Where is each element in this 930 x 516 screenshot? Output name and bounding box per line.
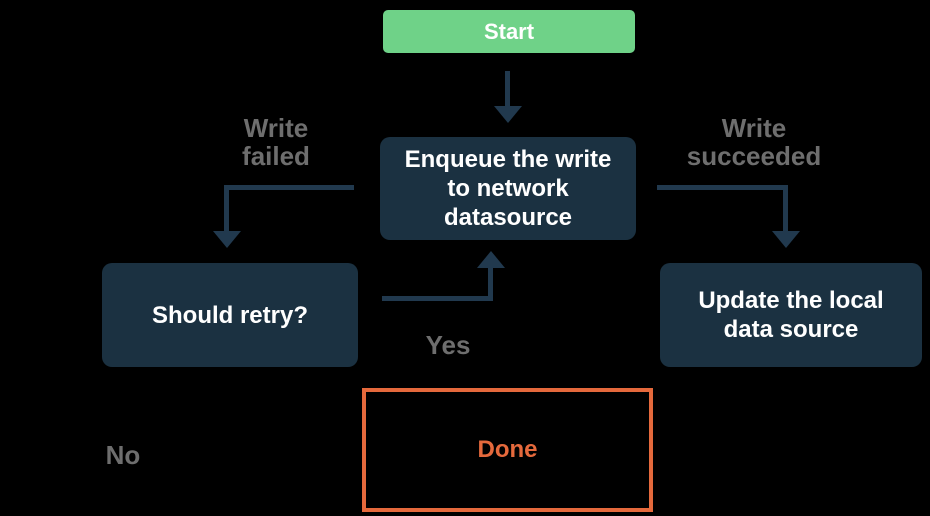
node-enqueue-write: Enqueue the write to network datasource	[380, 137, 636, 240]
edge-label-write-failed: Write failed	[242, 113, 310, 171]
node-start: Start	[383, 10, 635, 53]
arrowhead-up-icon	[477, 251, 505, 268]
edge-enqueue-to-retry-line-v	[224, 185, 229, 232]
edge-enqueue-to-retry-line-h	[224, 185, 354, 190]
node-update-local-source: Update the local data source	[660, 263, 922, 367]
edge-retry-to-enqueue-line-h	[382, 296, 493, 301]
edge-label-yes: Yes	[425, 330, 471, 360]
node-should-retry: Should retry?	[102, 263, 358, 367]
arrowhead-down-icon	[494, 106, 522, 123]
arrowhead-down-icon	[772, 231, 800, 248]
arrowhead-down-icon	[213, 231, 241, 248]
edge-label-write-succeeded: Write succeeded	[686, 113, 822, 171]
edge-enqueue-to-update-line-v	[783, 185, 788, 232]
edge-start-to-enqueue-line	[505, 71, 510, 108]
edge-label-no: No	[105, 440, 141, 470]
node-done: Done	[362, 388, 653, 512]
edge-retry-to-enqueue-line-v	[488, 268, 493, 301]
edge-enqueue-to-update-line-h	[657, 185, 788, 190]
